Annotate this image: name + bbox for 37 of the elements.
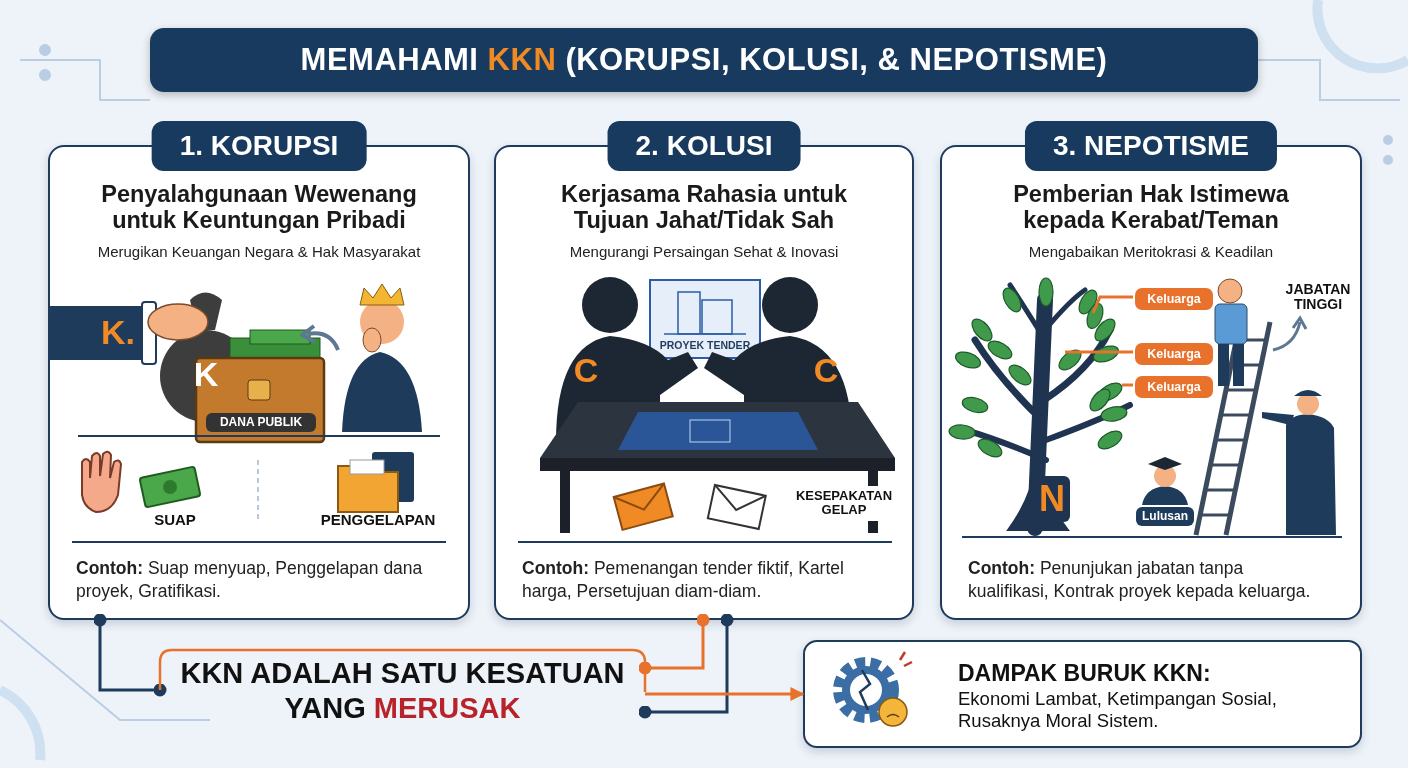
example-text: Contoh: Suap menyuap, Penggelapan dana proyek, Gratifikasi. — [76, 557, 424, 603]
letter-mark: C — [812, 352, 840, 390]
leader-line — [1122, 383, 1133, 387]
panel-heading: 1. KORUPSI — [151, 121, 367, 171]
tag-label: Keluarga — [1135, 343, 1213, 365]
icon-caption: SUAP — [153, 512, 197, 529]
callout-heading: DAMPAK BURUK KKN: — [958, 660, 1211, 687]
callout-box — [803, 640, 1362, 748]
example-text: Contoh: Penunjukan jabatan tanpa kualifikasi, Kontrak proyek kepada keluarga. — [968, 557, 1312, 603]
panel-subtitle: Merugikan Keuangan Negara & Hak Masyarakat — [96, 243, 422, 260]
connector-line — [93, 613, 167, 697]
letter-mark: K — [192, 356, 220, 394]
panel-heading: 2. KOLUSI — [607, 121, 801, 171]
icon-caption: PENGGELAPAN — [319, 512, 437, 529]
blueprint-caption: PROYEK TENDER — [658, 340, 752, 352]
title-banner: MEMAHAMI KKN (KORUPSI, KOLUSI, & NEPOTISME) — [150, 28, 1258, 92]
drawing-caption: JABATAN TINGGI — [1284, 282, 1352, 313]
callout-text: Ekonomi Lambat, Ketimpangan Sosial, Rusaknya Moral Sistem. — [958, 688, 1278, 733]
panel-heading: 3. NEPOTISME — [1025, 121, 1277, 171]
panel-subtitle: Mengabaikan Meritokrasi & Keadilan — [1027, 243, 1275, 260]
slogan-text: KKN ADALAH SATU KESATUAN YANG MERUSAK — [160, 650, 645, 732]
example-text: Contoh: Pemenangan tender fiktif, Kartel harga, Persetujuan diam-diam. — [522, 557, 845, 603]
arrow — [645, 687, 805, 701]
panel-title: Kerjasama Rahasia untuk Tujuan Jahat/Tidak Sah — [559, 181, 848, 234]
letter-mark: K. — [100, 314, 136, 352]
connector-line — [638, 613, 734, 719]
connector-line — [638, 613, 710, 675]
name-plate: DANA PUBLIK — [206, 413, 316, 433]
panel-title: Pemberian Hak Istimewa kepada Kerabat/Teman — [1012, 181, 1290, 234]
leader-line — [1065, 350, 1133, 354]
tag-label: Keluarga — [1135, 376, 1213, 398]
letter-mark: C — [572, 352, 600, 390]
name-tag: Lulusan — [1136, 507, 1194, 527]
leader-line — [1091, 295, 1133, 314]
panel-subtitle: Mengurangi Persaingan Sehat & Inovasi — [568, 243, 840, 260]
panel-title: Penyalahgunaan Wewenang untuk Keuntungan Pribadi — [100, 181, 418, 234]
tag-label: Keluarga — [1135, 288, 1213, 310]
